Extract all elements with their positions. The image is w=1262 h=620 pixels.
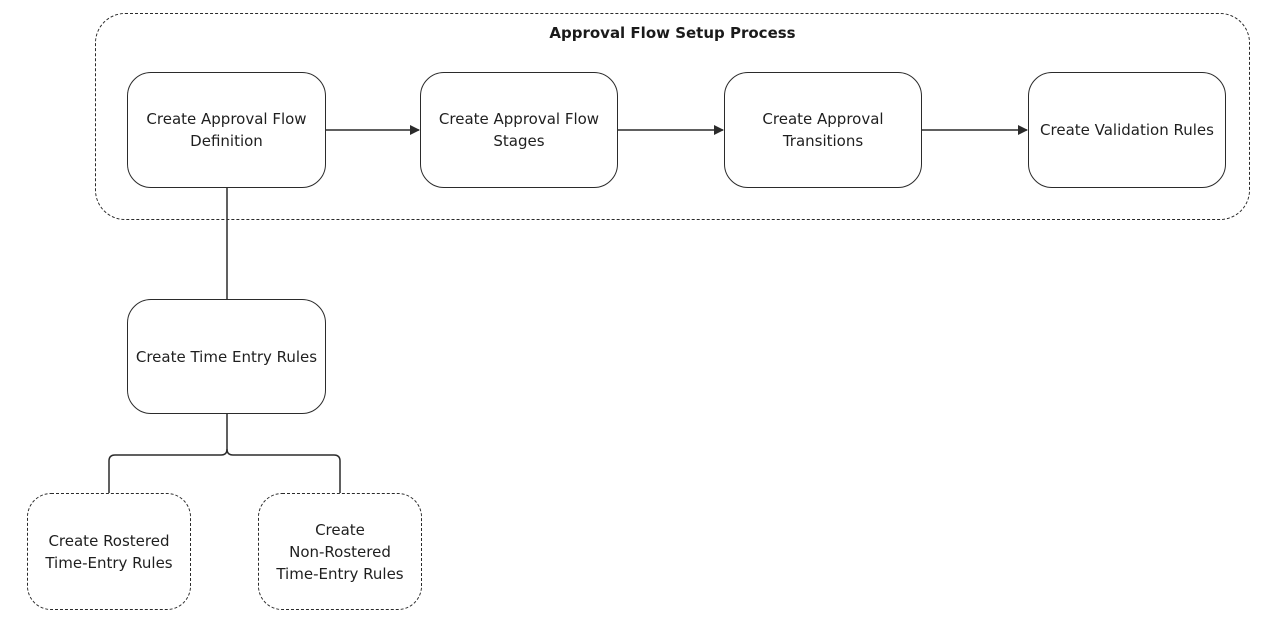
node-create-validation-rules: Create Validation Rules xyxy=(1028,72,1226,188)
approval-flow-group-frame xyxy=(95,13,1250,220)
node-create-time-entry-rules: Create Time Entry Rules xyxy=(127,299,326,414)
edge-time-entry-to-non-rostered xyxy=(226,448,341,493)
node-create-approval-flow-definition: Create Approval Flow Definition xyxy=(127,72,326,188)
edge-time-entry-to-rostered xyxy=(108,414,228,493)
node-create-approval-transitions: Create Approval Transitions xyxy=(724,72,922,188)
node-create-non-rostered-time-entry-rules: Create Non-Rostered Time-Entry Rules xyxy=(258,493,422,610)
group-title: Approval Flow Setup Process xyxy=(549,24,796,42)
node-create-rostered-time-entry-rules: Create Rostered Time-Entry Rules xyxy=(27,493,191,610)
node-create-approval-flow-stages: Create Approval Flow Stages xyxy=(420,72,618,188)
